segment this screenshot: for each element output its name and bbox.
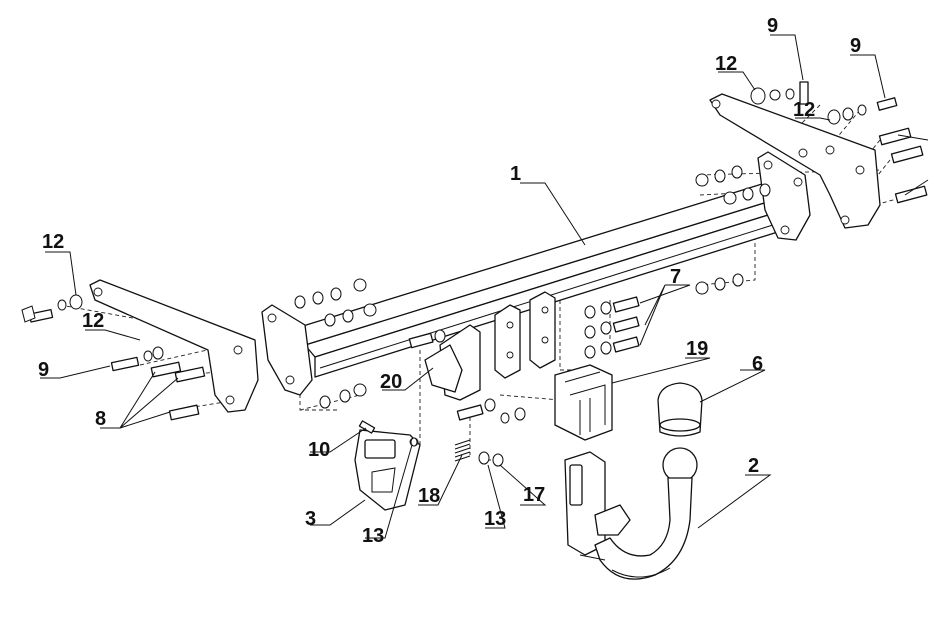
callout-12-right-top: 12	[715, 53, 737, 75]
callout-13-left: 13	[362, 525, 384, 547]
callout-3: 3	[305, 508, 316, 530]
callout-10: 10	[308, 439, 330, 461]
left-bracket	[89, 279, 313, 413]
callout-12-left: 12	[82, 310, 104, 332]
callout-20: 20	[380, 371, 402, 393]
callout-19: 19	[686, 338, 708, 360]
callout-18: 18	[418, 485, 440, 507]
callout-9-top: 9	[767, 15, 778, 37]
left-fasteners	[21, 294, 206, 421]
callout-1: 1	[510, 163, 521, 185]
callout-9-right: 9	[850, 35, 861, 57]
socket-plate	[354, 429, 421, 511]
ball-cap	[657, 382, 703, 437]
right-fasteners	[695, 81, 928, 295]
left-crossbar-nuts	[294, 278, 377, 409]
right-bracket	[709, 93, 881, 241]
callout-17: 17	[523, 484, 545, 506]
callout-labels: 1 2 3 6 7 8 9 9 9 10 12 12 12 12 13 13 1…	[38, 15, 861, 547]
callout-8: 8	[95, 408, 106, 430]
callout-12-left-top: 12	[42, 231, 64, 253]
tow-ball-assembly	[564, 447, 698, 580]
callout-9-left: 9	[38, 359, 49, 381]
center-fasteners	[358, 296, 640, 467]
callout-13-center: 13	[484, 508, 506, 530]
callout-12-right: 12	[793, 99, 815, 121]
electrical-module	[554, 364, 613, 441]
callout-2: 2	[748, 455, 759, 477]
callout-6: 6	[752, 353, 763, 375]
callout-7: 7	[670, 266, 681, 288]
center-mounting-plates	[424, 291, 556, 401]
callout-leaders	[40, 34, 929, 539]
